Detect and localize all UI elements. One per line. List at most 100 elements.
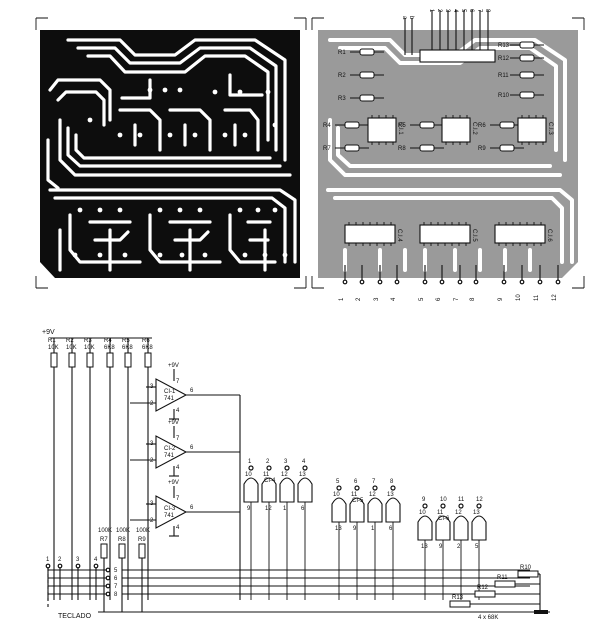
output-pin-label: 2 bbox=[356, 297, 362, 301]
ic-footprint bbox=[494, 224, 546, 244]
resistor-body bbox=[519, 41, 535, 49]
resistor-label: R7 bbox=[323, 146, 331, 152]
output-pin-label: 8 bbox=[470, 297, 476, 301]
gate-symbol bbox=[435, 515, 451, 541]
output-pin-pad bbox=[377, 279, 383, 285]
gate-output-terminal bbox=[476, 503, 482, 509]
gate-output-terminal bbox=[372, 485, 378, 491]
output-pin-pad bbox=[359, 279, 365, 285]
resistor-body bbox=[344, 121, 360, 129]
output-pin-pad bbox=[537, 279, 543, 285]
output-pin-pad bbox=[501, 279, 507, 285]
supply-label: +9V bbox=[42, 329, 55, 336]
resistor-body bbox=[50, 352, 58, 368]
connector-pin-label: 7 bbox=[476, 9, 482, 13]
output-pin-pad bbox=[555, 279, 561, 285]
ic-footprint bbox=[344, 224, 396, 244]
resistor-ref: R10 bbox=[520, 565, 532, 571]
gate-output-terminal bbox=[284, 465, 290, 471]
resistor-ref: R13 bbox=[452, 595, 464, 601]
resistor-label: R9 bbox=[478, 146, 486, 152]
keyboard-line-label: 5 bbox=[114, 568, 118, 574]
resistor-body bbox=[359, 48, 375, 56]
resistor-ref: R4 bbox=[104, 338, 112, 344]
opamp-supply: +9V bbox=[168, 363, 179, 369]
gate-output-number: 11 bbox=[458, 497, 465, 503]
opamp-pin: 7 bbox=[176, 379, 180, 385]
connector-pin-label: b bbox=[408, 16, 414, 20]
opamp-pin: 2 bbox=[150, 401, 154, 407]
corner-mark bbox=[35, 17, 48, 30]
component-side-traces bbox=[326, 38, 574, 272]
gate-output-number: 5 bbox=[336, 479, 340, 485]
gate-output-terminal bbox=[440, 503, 446, 509]
gate-input-pin: 11 bbox=[351, 492, 358, 498]
opamp-type: 741 bbox=[164, 396, 175, 402]
resistor-label: R5 bbox=[398, 123, 406, 129]
ic-footprint bbox=[441, 117, 471, 143]
corner-mark bbox=[572, 17, 585, 30]
keyboard-terminal bbox=[105, 575, 111, 581]
gate-output-terminal bbox=[458, 503, 464, 509]
opamp-pin: 6 bbox=[190, 505, 194, 511]
resistor-ref: R5 bbox=[122, 338, 130, 344]
gate-pin: 6 bbox=[301, 506, 305, 512]
keyboard-terminal bbox=[45, 563, 51, 569]
keyboard-terminal bbox=[105, 567, 111, 573]
resistor-label: R12 bbox=[498, 56, 510, 62]
opamp-pin: 4 bbox=[176, 408, 180, 414]
resistor-value-note: 4 x 68K bbox=[478, 615, 498, 621]
resistor-ref: R9 bbox=[138, 537, 146, 543]
ground-symbol bbox=[534, 610, 548, 614]
opamp-ref: CI-2 bbox=[164, 446, 176, 452]
opamp-triangle bbox=[155, 435, 188, 469]
gate-output-number: 9 bbox=[422, 497, 426, 503]
resistor-value: 10K bbox=[66, 345, 77, 351]
resistor-body bbox=[519, 71, 535, 79]
gate-output-terminal bbox=[354, 485, 360, 491]
resistor-body bbox=[499, 144, 515, 152]
resistor-body bbox=[359, 71, 375, 79]
connector-pin-label: 5 bbox=[460, 9, 466, 13]
connector-pin-label: 6 bbox=[468, 9, 474, 13]
corner-mark bbox=[572, 276, 585, 289]
connector-pin-label: 1 bbox=[428, 9, 434, 13]
gate-input-pin: 11 bbox=[437, 510, 444, 516]
ic-footprint bbox=[419, 224, 471, 244]
resistor-ref: R6 bbox=[142, 338, 150, 344]
output-pin-label: 4 bbox=[391, 297, 397, 301]
resistor-body bbox=[68, 352, 76, 368]
pcb-trace-gaps bbox=[46, 38, 297, 272]
op-amp-stage: +9VCI-174132746+9VCI-274132746+9VCI-3741… bbox=[98, 363, 550, 613]
keyboard-line-label: 4 bbox=[94, 557, 98, 563]
output-pin-pad bbox=[394, 279, 400, 285]
resistor-ref: R11 bbox=[497, 575, 508, 581]
resistor-label: R4 bbox=[323, 123, 331, 129]
gate-output-terminal bbox=[390, 485, 396, 491]
resistor-body bbox=[519, 91, 535, 99]
gate-pin: 9 bbox=[439, 544, 443, 550]
gate-input-pin: 11 bbox=[263, 472, 270, 478]
gate-symbol bbox=[331, 497, 347, 523]
gate-input-pin: 10 bbox=[333, 492, 340, 498]
resistor-label: R1 bbox=[338, 50, 346, 56]
resistor-body bbox=[144, 352, 152, 368]
resistor-ref: R7 bbox=[100, 537, 108, 543]
keyboard-line-label: 1 bbox=[46, 557, 50, 563]
output-pin-label: 12 bbox=[552, 294, 558, 301]
resistor-value: 10K bbox=[84, 345, 95, 351]
ic-footprint bbox=[367, 117, 397, 143]
keyboard-line-label: 3 bbox=[76, 557, 80, 563]
output-pin-label: 1 bbox=[339, 297, 345, 301]
opamp-pin: 2 bbox=[150, 458, 154, 464]
resistor-value: 100K bbox=[136, 528, 150, 534]
gate-output-number: 10 bbox=[440, 497, 447, 503]
resistor-label: R6 bbox=[478, 123, 486, 129]
resistor-body bbox=[519, 54, 535, 62]
